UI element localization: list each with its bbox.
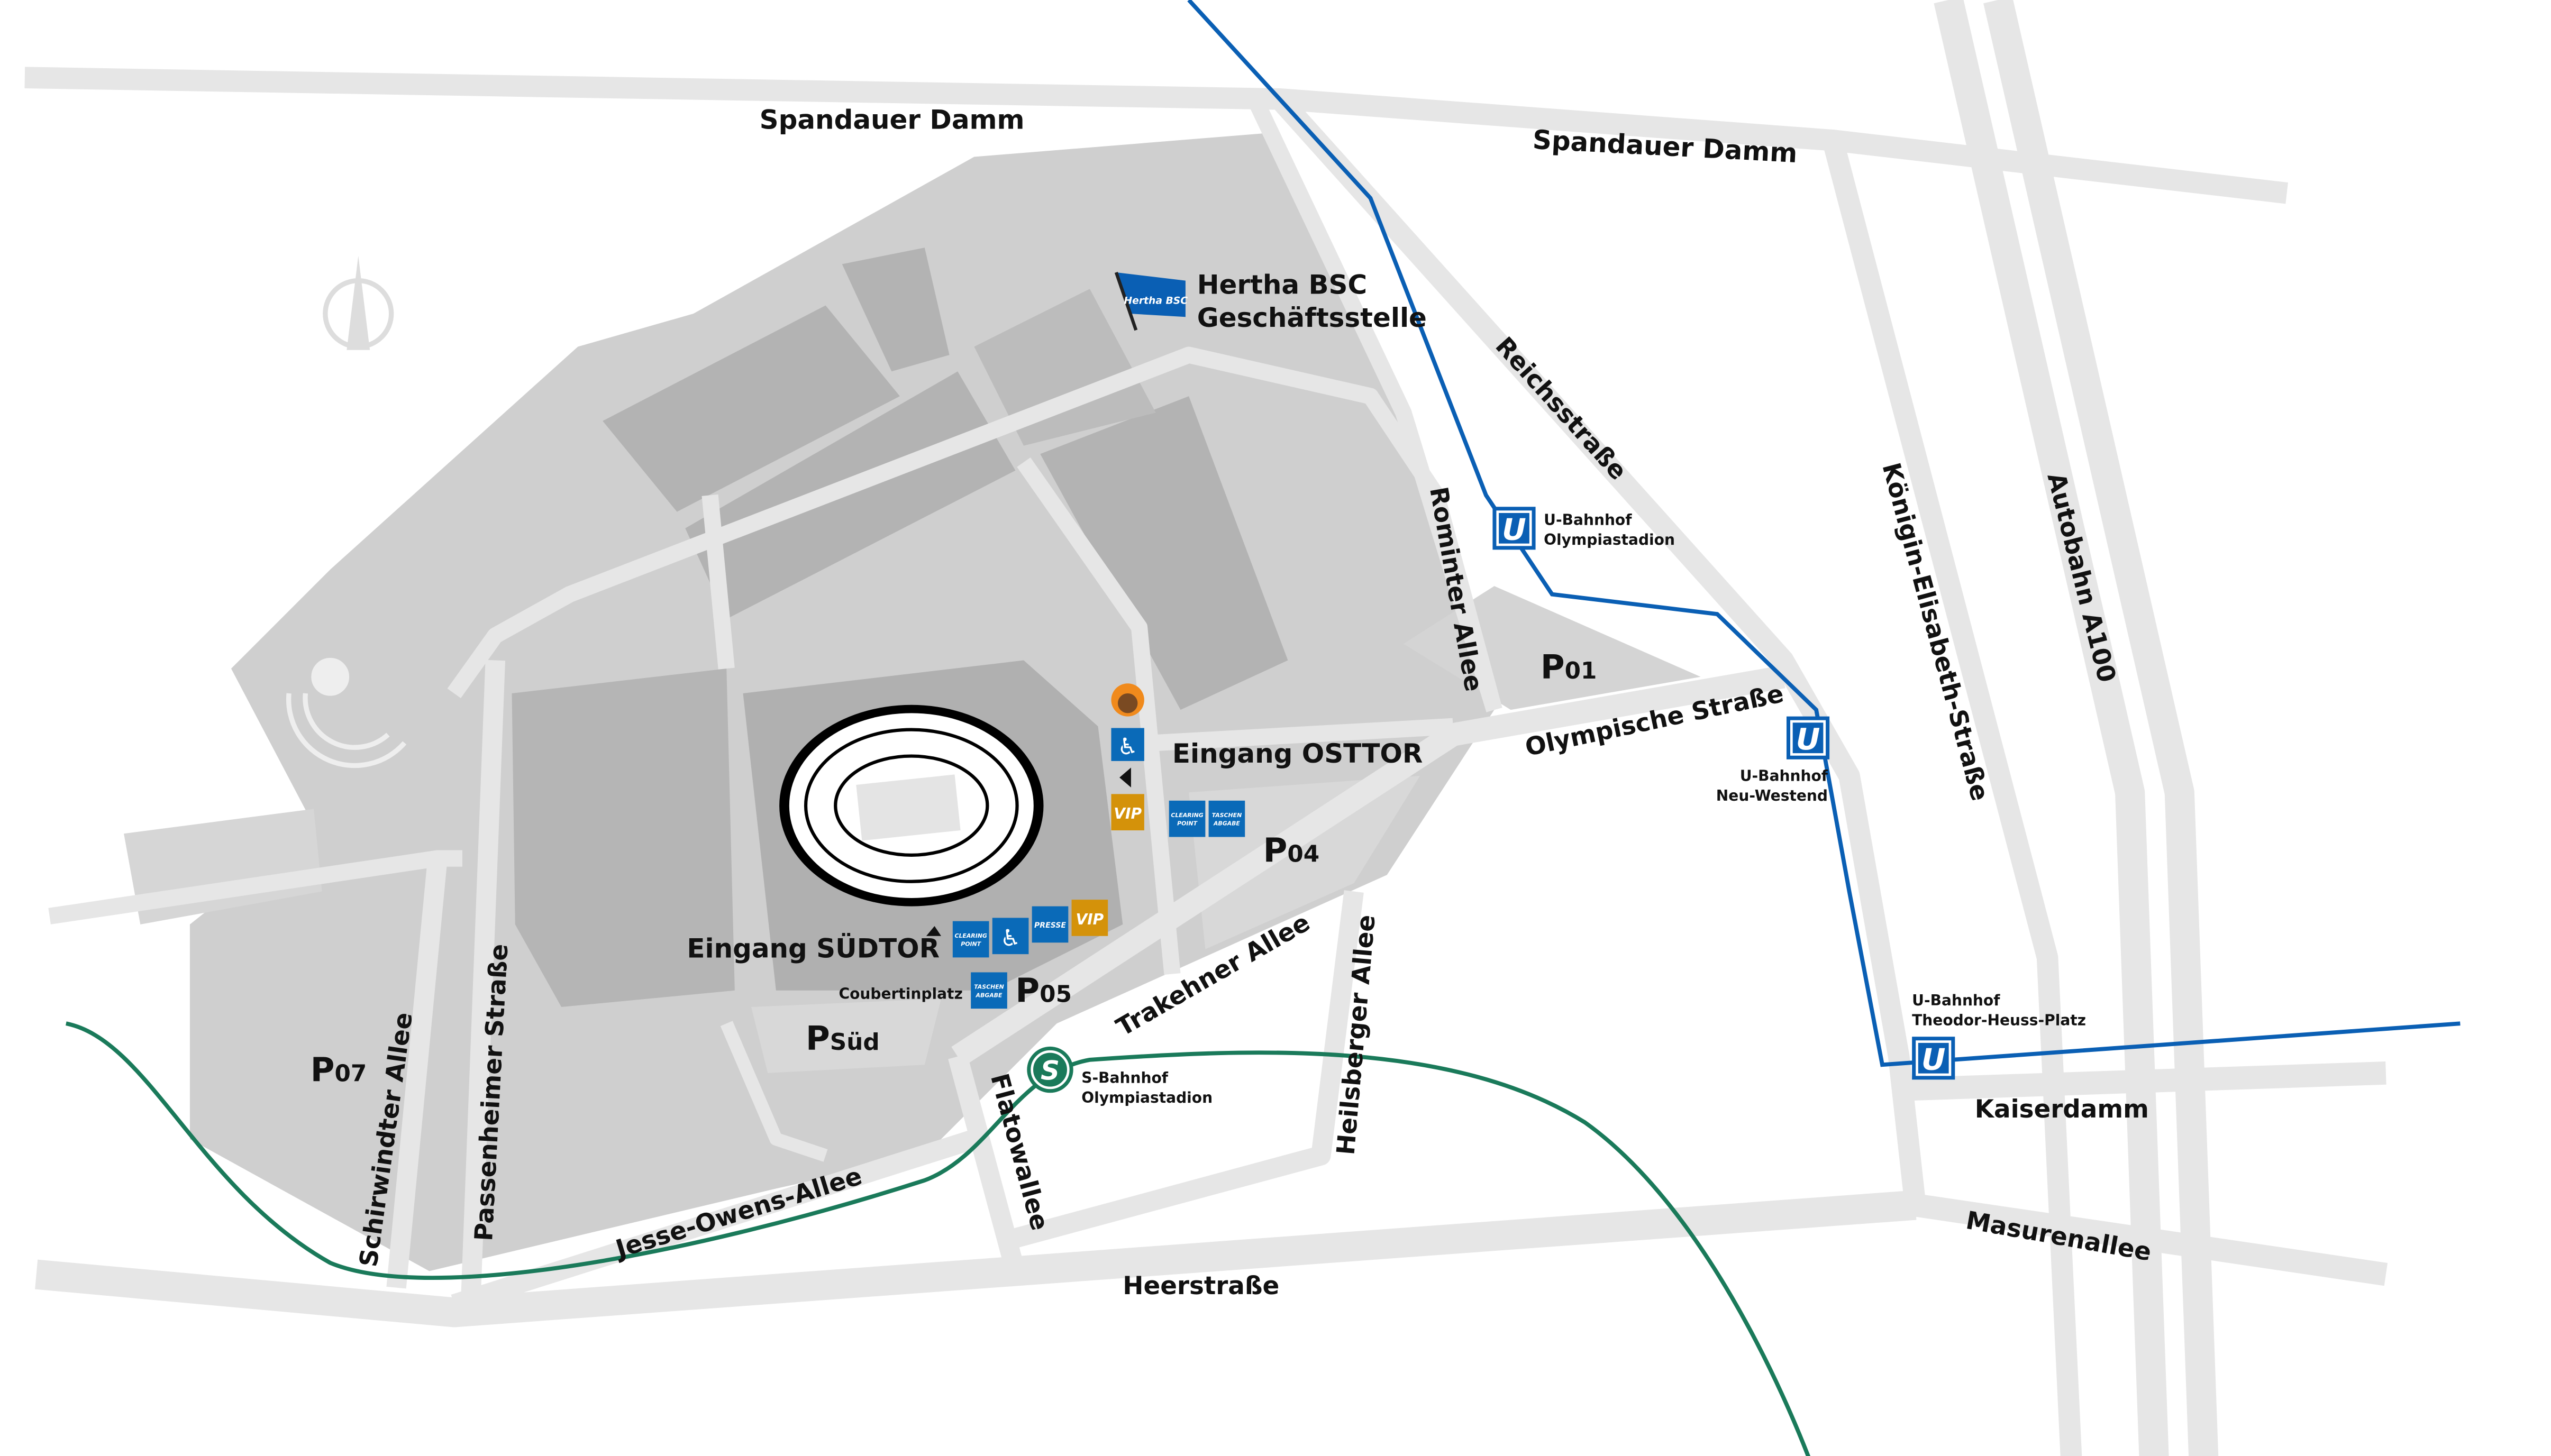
street-heerstrasse: Heerstraße — [1123, 1272, 1279, 1301]
hertha-flag-logo-text: Hertha BSC — [1124, 295, 1188, 306]
vip-badge-east: VIP — [1111, 794, 1144, 831]
svg-text:VIP: VIP — [1114, 805, 1142, 822]
hertha-flag-icon: Hertha BSC — [1114, 272, 1188, 331]
coubertinplatz-label: Coubertinplatz — [839, 985, 962, 1002]
svg-text:U-Bahnhof: U-Bahnhof — [1740, 767, 1828, 784]
svg-text:S-Bahnhof: S-Bahnhof — [1081, 1069, 1168, 1087]
svg-text:ABGABE: ABGABE — [976, 992, 1003, 999]
ubahn-olympiastadion: U U-Bahnhof Olympiastadion — [1492, 507, 1675, 550]
street-kaiserdamm: Kaiserdamm — [1975, 1095, 2149, 1124]
p04-area — [1189, 776, 1420, 949]
svg-text:TASCHEN: TASCHEN — [1212, 812, 1242, 819]
svg-text:Theodor-Heuss-Platz: Theodor-Heuss-Platz — [1912, 1011, 2086, 1029]
wheelchair-badge-east: ♿ — [1111, 728, 1144, 761]
svg-text:ABGABE: ABGABE — [1213, 820, 1240, 827]
parking-p01: P01 — [1541, 648, 1597, 686]
suedtor-arrow-icon — [926, 926, 941, 936]
building-north-2 — [685, 371, 1016, 619]
ubahn-theodor-heuss-platz: U U-Bahnhof Theodor-Heuss-Platz — [1912, 992, 2086, 1080]
parking-psued: PSüd — [806, 1019, 880, 1058]
entrance-suedtor-label: Eingang SÜDTOR — [687, 932, 940, 964]
svg-text:U: U — [1502, 513, 1526, 547]
svg-text:S: S — [1041, 1055, 1060, 1086]
building-ne2 — [974, 289, 1156, 446]
parking-p07: P07 — [311, 1050, 367, 1089]
svg-text:TASCHEN: TASCHEN — [974, 984, 1004, 991]
sbahn-olympiastadion: S S-Bahnhof Olympiastadion — [1027, 1046, 1213, 1106]
svg-text:Olympiastadion: Olympiastadion — [1081, 1089, 1213, 1106]
clearing-point-badge-south: CLEARING POINT — [952, 921, 989, 958]
svg-text:POINT: POINT — [1177, 820, 1198, 827]
svg-text:Olympiastadion: Olympiastadion — [1544, 531, 1675, 548]
building-ne — [1040, 396, 1288, 710]
mascot-icon — [1111, 683, 1144, 717]
hertha-label-1: Hertha BSC — [1197, 270, 1367, 300]
svg-text:U-Bahnhof: U-Bahnhof — [1544, 511, 1632, 529]
hertha-label-2: Geschäftsstelle — [1197, 303, 1427, 333]
psued-area — [751, 999, 941, 1073]
north-arrow-icon — [323, 255, 394, 350]
parking-p04: P04 — [1263, 831, 1320, 869]
svg-text:♿: ♿ — [1117, 733, 1138, 760]
svg-text:P04: P04 — [1263, 831, 1320, 869]
ubahn-line — [1187, 0, 2461, 1067]
parking-p05: P05 — [1015, 972, 1072, 1010]
olympiastadion — [779, 704, 1044, 906]
svg-text:P01: P01 — [1541, 648, 1597, 686]
svg-text:CLEARING: CLEARING — [1171, 812, 1203, 819]
svg-text:PSüd: PSüd — [806, 1019, 880, 1058]
presse-badge-south: PRESSE — [1032, 906, 1069, 943]
svg-text:P07: P07 — [311, 1050, 367, 1089]
svg-text:P05: P05 — [1015, 972, 1072, 1010]
svg-text:Neu-Westend: Neu-Westend — [1716, 787, 1828, 804]
svg-text:U: U — [1921, 1043, 1946, 1077]
svg-text:PRESSE: PRESSE — [1034, 921, 1066, 930]
building-north-3 — [842, 248, 950, 372]
building-north-1 — [603, 305, 900, 512]
osttor-arrow-icon — [1119, 767, 1131, 787]
waldbuehne-icon — [286, 657, 407, 768]
entrance-osttor-label: Eingang OSTTOR — [1172, 738, 1423, 769]
street-reichsstrasse: Reichsstraße — [1490, 332, 1633, 486]
svg-text:U-Bahnhof: U-Bahnhof — [1912, 992, 2000, 1009]
svg-text:POINT: POINT — [961, 941, 981, 948]
svg-text:♿: ♿ — [1000, 925, 1021, 952]
football-pitch — [856, 774, 961, 841]
sbahn-line — [66, 1021, 1811, 1456]
svg-text:U: U — [1796, 722, 1820, 757]
road-network — [24, 0, 2388, 1456]
ubahn-neu-westend: U U-Bahnhof Neu-Westend — [1716, 716, 1830, 804]
vip-badge-south: VIP — [1071, 900, 1108, 936]
maifeld — [512, 669, 735, 1008]
svg-text:VIP: VIP — [1076, 911, 1104, 928]
street-spandauer-damm-w: Spandauer Damm — [760, 104, 1025, 135]
svg-text:CLEARING: CLEARING — [954, 932, 987, 939]
wheelchair-badge-south: ♿ — [992, 918, 1029, 955]
